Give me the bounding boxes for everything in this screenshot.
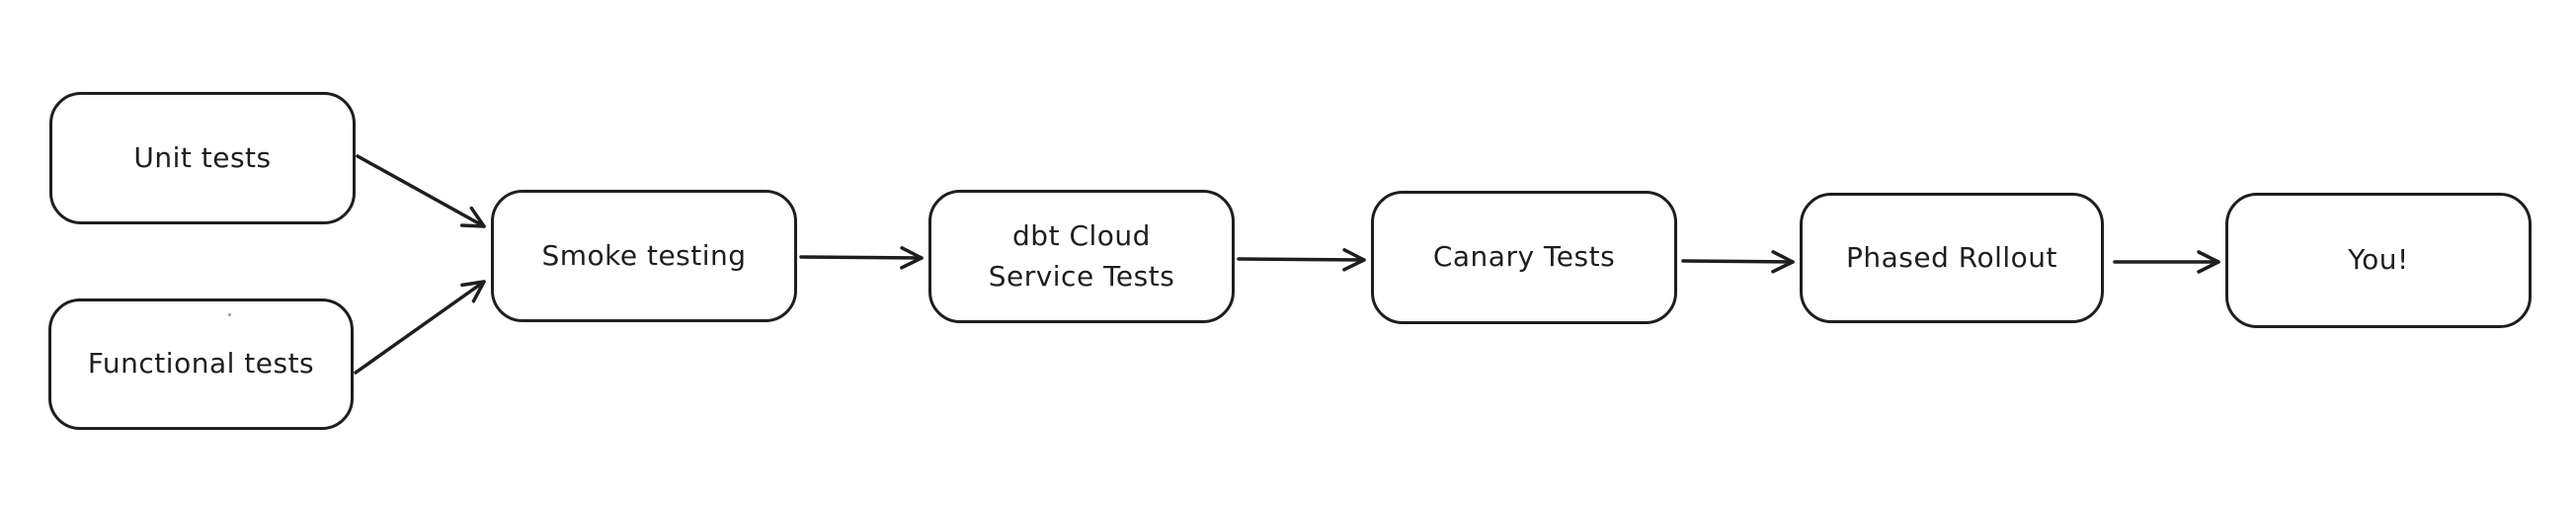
node-you: You! (2225, 193, 2532, 328)
node-unit-tests: Unit tests (49, 92, 356, 224)
node-dbt-cloud-service-tests-label: dbt Cloud Service Tests (988, 218, 1175, 293)
node-smoke-testing-label: Smoke testing (541, 238, 747, 272)
node-phased-rollout: Phased Rollout (1800, 193, 2104, 323)
node-functional-tests: Functional tests (48, 298, 354, 430)
edge-dbt-cloud-to-canary-tests (1237, 248, 1366, 272)
node-you-label: You! (2348, 243, 2409, 277)
node-smoke-testing: Smoke testing (491, 190, 797, 322)
edge-canary-tests-to-phased-rollout (1681, 250, 1795, 274)
stray-red-dot (228, 313, 231, 316)
node-canary-tests: Canary Tests (1371, 191, 1677, 324)
node-dbt-cloud-service-tests: dbt Cloud Service Tests (928, 190, 1235, 323)
node-phased-rollout-label: Phased Rollout (1845, 240, 2058, 274)
edge-smoke-testing-to-dbt-cloud (799, 246, 924, 270)
edge-unit-tests-to-smoke-testing (356, 154, 486, 228)
node-unit-tests-label: Unit tests (133, 140, 272, 174)
edge-functional-tests-to-smoke-testing (354, 280, 486, 375)
node-canary-tests-label: Canary Tests (1432, 240, 1616, 274)
node-functional-tests-label: Functional tests (87, 347, 315, 381)
